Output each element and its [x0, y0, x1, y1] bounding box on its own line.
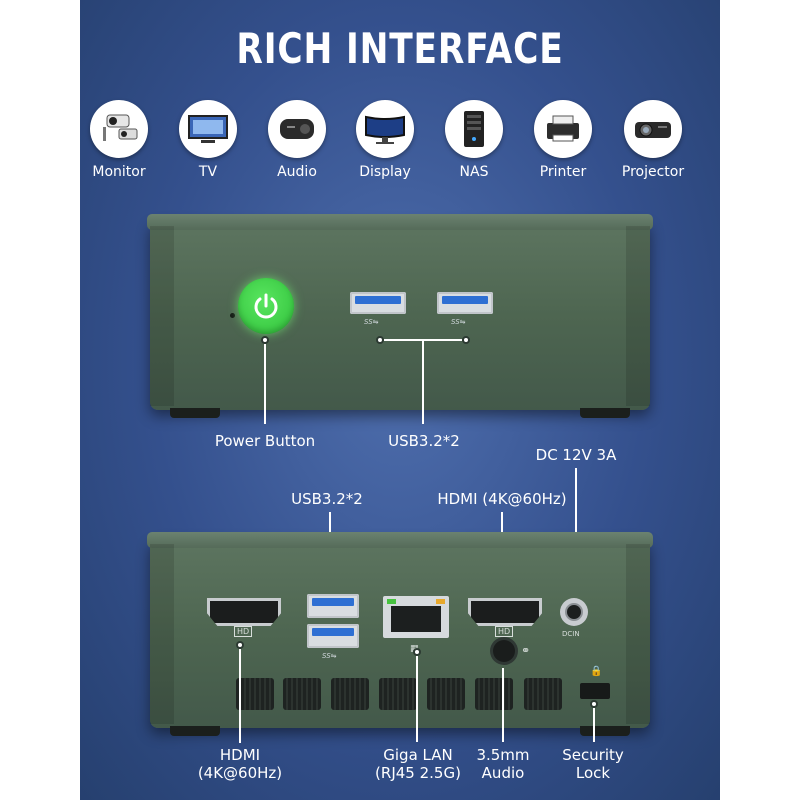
power-icon	[254, 293, 278, 319]
lan-port[interactable]	[383, 596, 449, 638]
device-label: Projector	[621, 164, 685, 180]
rear-hdmi-port-2[interactable]	[468, 598, 542, 626]
power-button-label: Power Button	[214, 432, 316, 450]
callout-dot	[413, 648, 421, 656]
audio-jack[interactable]	[493, 640, 515, 662]
rear-hdmi-port-1[interactable]	[207, 598, 281, 626]
device-printer: Printer	[518, 100, 608, 180]
security-camera-icon	[90, 100, 148, 158]
device-label: TV	[198, 164, 218, 180]
device-label: Display	[359, 164, 411, 180]
device-audio: Audio	[252, 100, 342, 180]
vent	[236, 678, 274, 710]
device-label: NAS	[459, 164, 489, 180]
mini-pc-front: SS⇋ SS⇋	[147, 214, 653, 418]
rear-usb-label: USB3.2*2	[291, 490, 363, 508]
callout-dot	[462, 336, 470, 344]
product-banner: RICH INTERFACE Monitor TV Audio Display …	[80, 0, 720, 800]
front-usb-label: USB3.2*2	[388, 432, 460, 450]
device-monitor: Monitor	[80, 100, 164, 180]
front-usb-port-2[interactable]	[437, 292, 493, 314]
audio-label: 3.5mm Audio	[476, 746, 530, 782]
dcin-tag: DCIN	[562, 630, 580, 638]
mini-pc-rear: HD SS⇋ ▦ HD DCIN ⚭ 🔒	[147, 532, 653, 736]
rear-hdmi-bottom-label: HDMI (4K@60Hz)	[197, 746, 283, 782]
vent	[379, 678, 417, 710]
device-tv: TV	[163, 100, 253, 180]
vent	[331, 678, 369, 710]
speaker-icon	[268, 100, 326, 158]
banner-title: RICH INTERFACE	[236, 24, 564, 73]
callout-dot	[590, 700, 598, 708]
headphone-icon: ⚭	[521, 644, 531, 657]
security-lock-label: Security Lock	[562, 746, 624, 782]
callout-dot	[236, 641, 244, 649]
device-label: Printer	[539, 164, 587, 180]
hdmi-tag: HD	[234, 626, 253, 637]
device-display: Display	[340, 100, 430, 180]
printer-icon	[534, 100, 592, 158]
lock-icon: 🔒	[590, 666, 603, 677]
device-projector: Projector	[608, 100, 698, 180]
curved-monitor-icon	[356, 100, 414, 158]
vent	[427, 678, 465, 710]
dc-in-port[interactable]	[560, 598, 588, 626]
rear-usb-port-1[interactable]	[307, 594, 359, 618]
rear-usb-port-2[interactable]	[307, 624, 359, 648]
vent	[524, 678, 562, 710]
security-lock-slot[interactable]	[580, 683, 610, 699]
nas-server-icon	[445, 100, 503, 158]
projector-icon	[624, 100, 682, 158]
device-label: Audio	[277, 164, 317, 180]
device-label: Monitor	[92, 164, 146, 180]
status-led	[230, 313, 235, 318]
rear-hdmi-top-label: HDMI (4K@60Hz)	[437, 490, 567, 508]
vent	[475, 678, 513, 710]
lan-label: Giga LAN (RJ45 2.5G)	[375, 746, 461, 782]
callout-dot	[376, 336, 384, 344]
power-button[interactable]	[238, 278, 294, 334]
tv-icon	[179, 100, 237, 158]
usb-port-mark: SS⇋	[322, 652, 337, 660]
hdmi-tag: HD	[495, 626, 514, 637]
usb-port-mark: SS⇋	[364, 318, 379, 326]
callout-dot	[261, 336, 269, 344]
vent	[283, 678, 321, 710]
usb-port-mark: SS⇋	[451, 318, 466, 326]
device-nas: NAS	[429, 100, 519, 180]
front-usb-port-1[interactable]	[350, 292, 406, 314]
dc-label: DC 12V 3A	[535, 446, 617, 464]
